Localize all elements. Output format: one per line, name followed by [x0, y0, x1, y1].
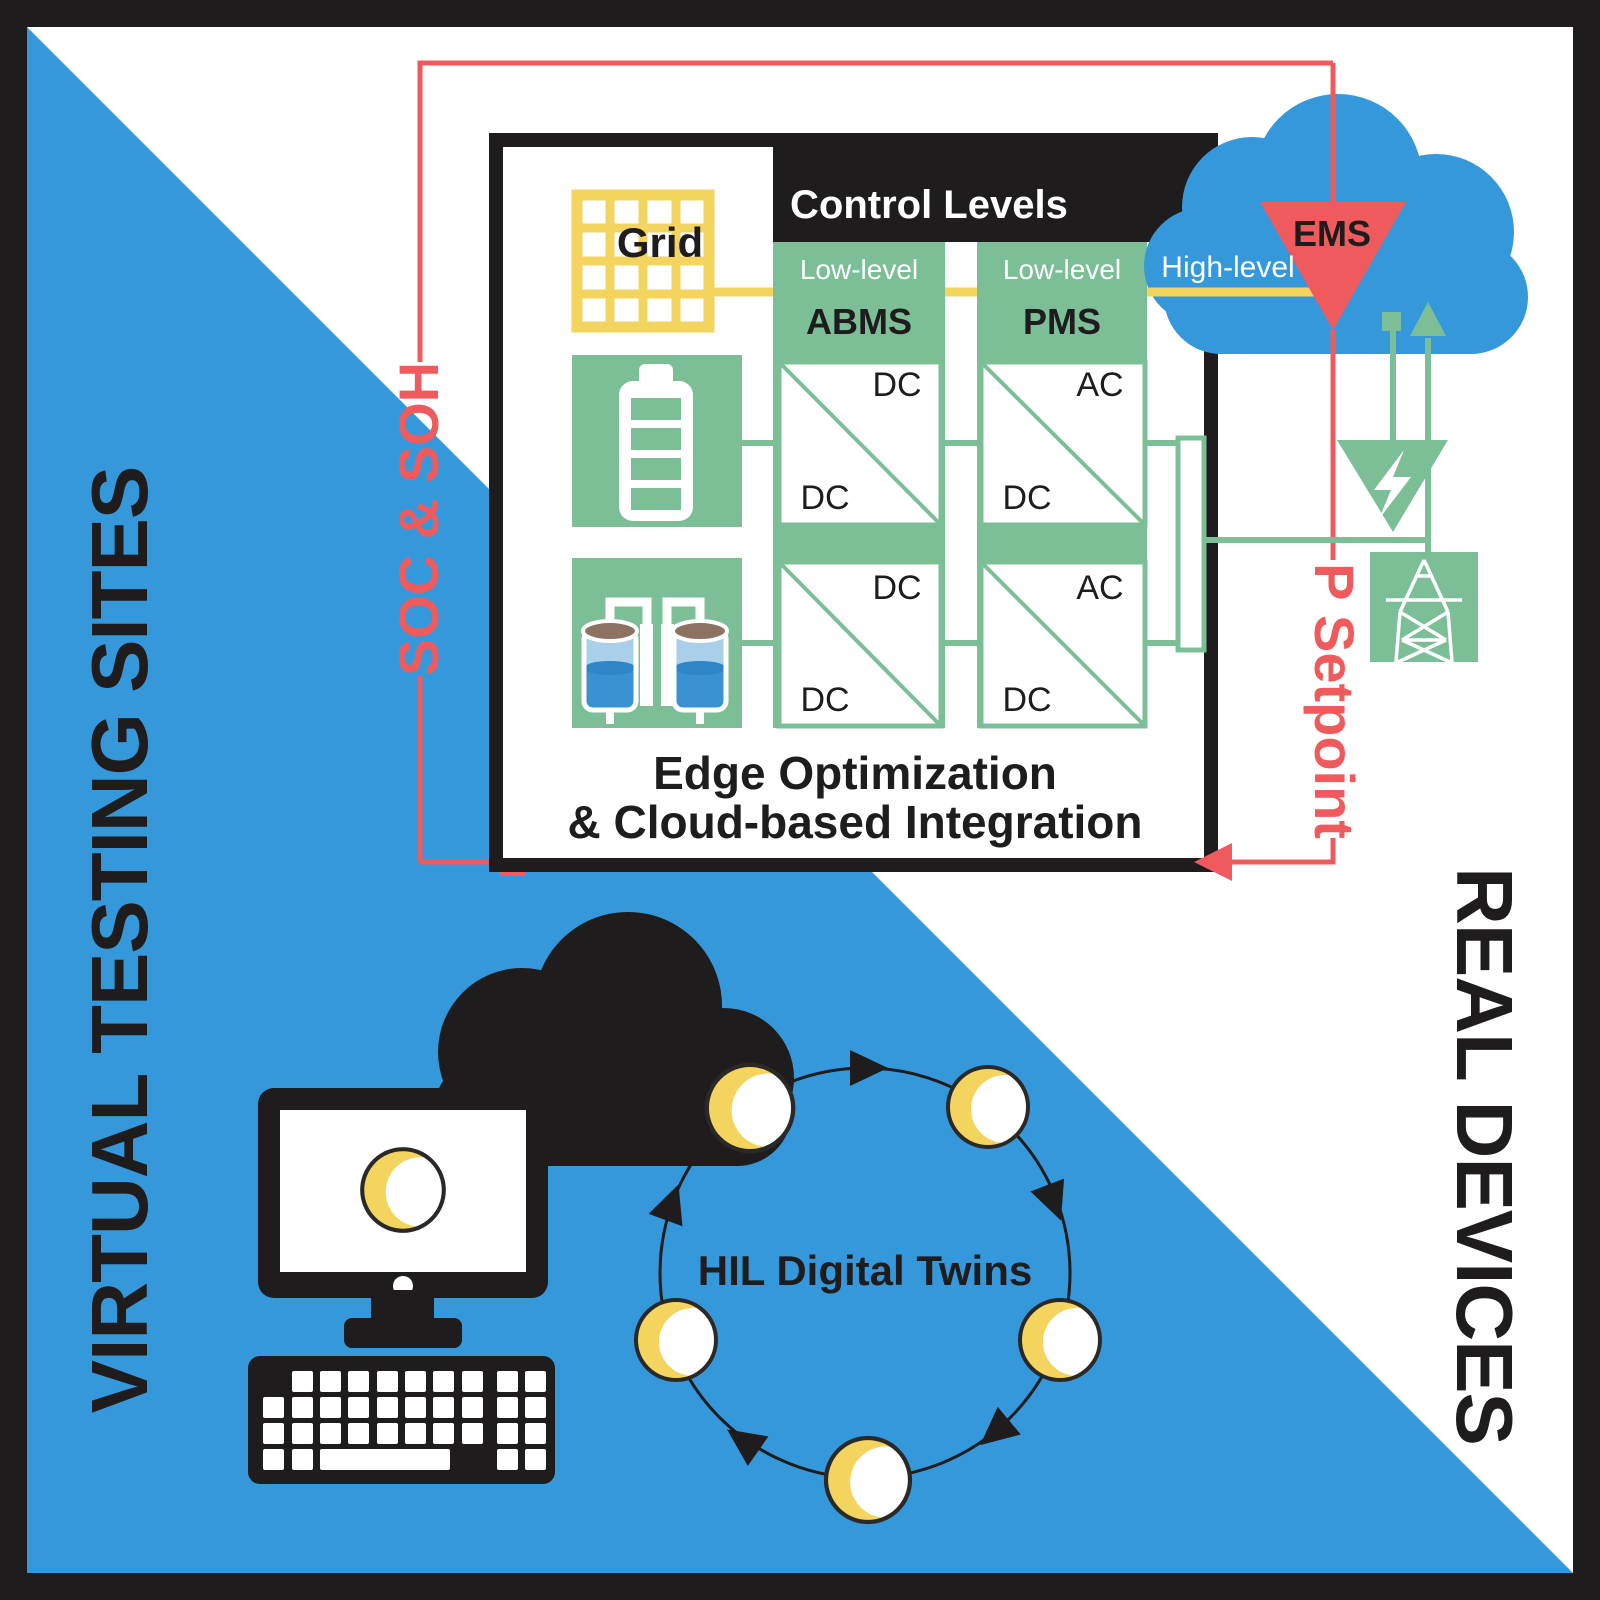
- dc-wires: [742, 440, 1178, 646]
- abms-name-label: ABMS: [806, 301, 912, 342]
- cycle-arrow-icon: [850, 1050, 888, 1086]
- converter2-in-label: DC: [1002, 479, 1052, 517]
- cycle-arrow-icon: [980, 1406, 1021, 1446]
- converter4-in-label: DC: [1002, 681, 1052, 719]
- pms-name-label: PMS: [1022, 301, 1102, 342]
- inverter-icon: [1337, 440, 1448, 532]
- power-tower-icon: [1370, 552, 1478, 664]
- label-real-devices: REAL DEVICES: [1440, 867, 1529, 1445]
- hil-cycle-circle: [648, 1050, 1072, 1480]
- signal-square-icon: [1382, 312, 1401, 331]
- converter1-out-label: DC: [872, 366, 922, 404]
- label-soc-soh: SOC & SOH: [387, 361, 450, 677]
- label-grid: Grid: [616, 219, 704, 266]
- converter4-out-label: AC: [1076, 569, 1124, 607]
- high-level-label: High-level: [1161, 251, 1295, 284]
- ems-label: EMS: [1292, 213, 1372, 254]
- dc-ac-converter-1: [978, 359, 1148, 528]
- converter3-in-label: DC: [800, 681, 850, 719]
- dc-dc-converter-1: [776, 359, 944, 528]
- ac-bus: [1175, 435, 1207, 653]
- label-virtual-testing-sites: VIRTUAL TESTING SITES: [75, 466, 164, 1414]
- lightning-icon: [1374, 450, 1411, 519]
- converter3-out-label: DC: [872, 569, 922, 607]
- cycle-arrow-icon: [1030, 1178, 1065, 1221]
- pms-level-label: Low-level: [1002, 254, 1122, 285]
- converter2-out-label: AC: [1076, 366, 1124, 404]
- cycle-arrow-icon: [726, 1429, 769, 1466]
- label-p-setpoint: P Setpoint: [1303, 563, 1366, 839]
- signal-up-arrow-icon: [1410, 302, 1446, 336]
- converter1-in-label: DC: [800, 479, 850, 517]
- caption-line2: & Cloud-based Integration: [567, 796, 1143, 848]
- dc-ac-converter-2: [978, 559, 1148, 729]
- control-box-title: Control Levels: [790, 183, 1068, 227]
- electrolyzer-icon: [572, 558, 742, 728]
- setpoint-arrow-icon: [1194, 843, 1232, 881]
- abms-level-label: Low-level: [799, 254, 919, 285]
- ems-triangle-icon: [1260, 202, 1406, 330]
- caption-line1: Edge Optimization: [653, 747, 1057, 799]
- keyboard-icon: [248, 1356, 555, 1484]
- converter-blocks: [776, 359, 1148, 729]
- hil-digital-twins-label: HIL Digital Twins: [697, 1247, 1033, 1294]
- battery-icon: [572, 355, 742, 527]
- cycle-arrow-icon: [648, 1184, 683, 1227]
- grid-icon: [571, 189, 715, 333]
- p-setpoint-line: [1228, 63, 1336, 865]
- control-box-header: [773, 133, 1218, 242]
